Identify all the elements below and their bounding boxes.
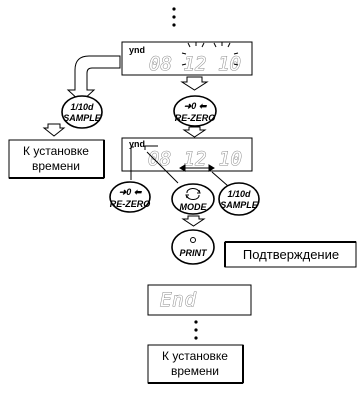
rezero-button-2-label: RE-ZERO	[110, 199, 151, 209]
bottom-continuation-dots	[194, 320, 198, 340]
mode-button[interactable]: MODE	[171, 183, 215, 215]
sample-button-1-label: SAMPLE	[63, 113, 102, 123]
mode-button-label: MODE	[180, 202, 208, 212]
print-button-label: PRINT	[180, 248, 209, 258]
display-1-indicator: ynd	[129, 45, 145, 55]
sample-button-2-sublabel: 1/10d	[227, 189, 251, 199]
arrow-down-icon-2	[42, 123, 66, 137]
cycle-icon	[185, 188, 201, 200]
time-setting-box-1	[8, 139, 105, 179]
display-1: ynd 08 12 10	[121, 41, 253, 76]
sample-button-1-sublabel: 1/10d	[70, 102, 94, 112]
arrow-down-icon-4	[181, 215, 206, 227]
rezero-button-1-label: RE-ZERO	[175, 113, 216, 123]
confirmation-label: Подтверждение	[242, 247, 340, 262]
rezero-arrows-icon-2: ➜0 ⬅	[119, 187, 143, 197]
confirmation-box	[224, 241, 357, 268]
display-3: End	[147, 284, 252, 316]
time-setting-label-1: К установке времени	[23, 144, 89, 173]
bent-arrow-icon	[66, 55, 121, 103]
display-3-value: End	[160, 289, 197, 311]
rezero-button-2[interactable]: ➜0 ⬅ RE-ZERO	[109, 181, 151, 213]
time-setting-box-2	[147, 344, 244, 384]
display-2-value: 08 12 10	[148, 148, 242, 170]
arrow-down-icon-3	[182, 126, 207, 138]
connector-lines	[130, 146, 229, 187]
print-dot-icon	[190, 237, 196, 243]
display-2-indicator: ynd	[129, 139, 145, 149]
rezero-arrows-icon-1: ➜0 ⬅	[184, 101, 208, 111]
rezero-button-1[interactable]: ➜0 ⬅ RE-ZERO	[173, 95, 217, 127]
time-setting-label-2: К установке времени	[162, 349, 228, 378]
arrow-down-icon-1	[180, 76, 209, 91]
display-2: ynd 08 12 10	[121, 137, 253, 172]
blink-marks-icon	[181, 42, 239, 66]
sample-button-2-label: SAMPLE	[220, 200, 259, 210]
top-continuation-dots	[172, 7, 176, 27]
print-button[interactable]: PRINT	[171, 229, 215, 265]
display-1-value: 08 12 10	[149, 53, 241, 75]
sample-button-1[interactable]: 1/10d SAMPLE	[61, 95, 103, 129]
sample-button-2[interactable]: 1/10d SAMPLE	[218, 182, 260, 216]
cursor-arrow-icon	[179, 164, 215, 172]
